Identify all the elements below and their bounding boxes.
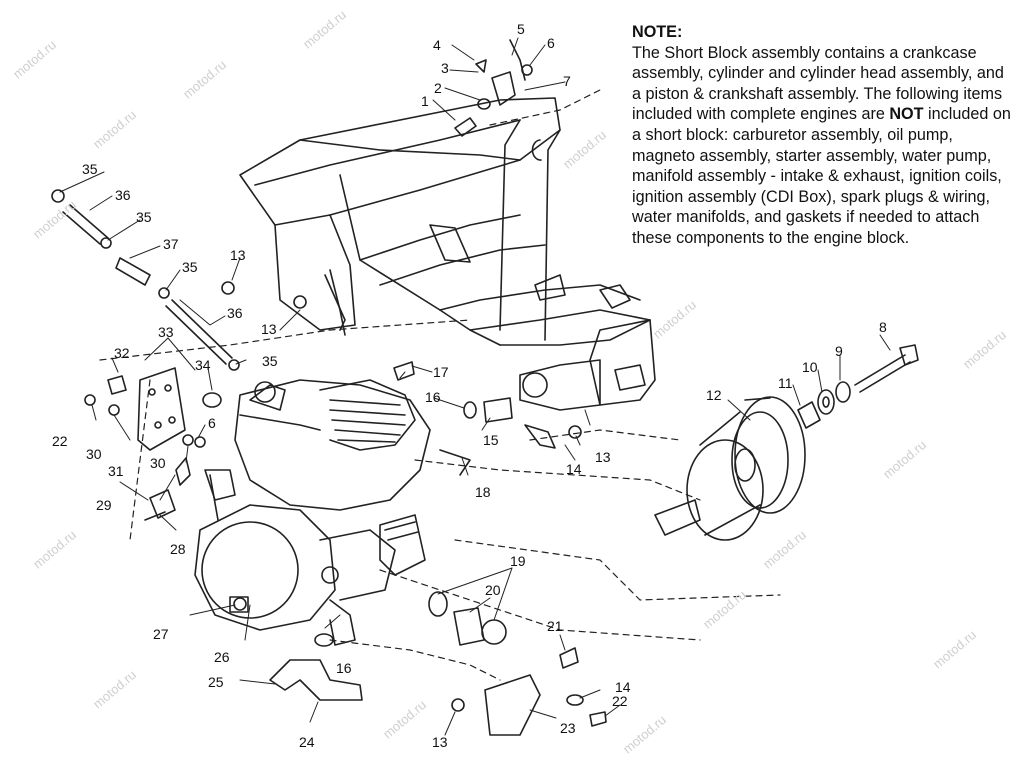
label-14: 14 bbox=[615, 679, 631, 695]
label-22: 22 bbox=[52, 433, 68, 449]
label-15: 15 bbox=[483, 432, 499, 448]
label-20: 20 bbox=[485, 582, 501, 598]
label-35: 35 bbox=[262, 353, 278, 369]
label-16: 16 bbox=[425, 389, 441, 405]
label-25: 25 bbox=[208, 674, 224, 690]
label-11: 11 bbox=[778, 375, 793, 391]
label-28: 28 bbox=[170, 541, 186, 557]
short-block-note: NOTE: The Short Block assembly contains … bbox=[632, 22, 1012, 249]
note-body-bold: NOT bbox=[889, 105, 924, 124]
label-30: 30 bbox=[86, 446, 102, 462]
hardware bbox=[51, 39, 919, 736]
label-12: 12 bbox=[706, 387, 722, 403]
label-22: 22 bbox=[612, 693, 628, 709]
note-title: NOTE: bbox=[632, 23, 683, 41]
label-5: 5 bbox=[517, 21, 525, 37]
label-9: 9 bbox=[835, 343, 843, 359]
label-35: 35 bbox=[82, 161, 98, 177]
label-35: 35 bbox=[182, 259, 198, 275]
note-body-part-2: included on a short block: carburetor as… bbox=[632, 105, 1011, 247]
label-27: 27 bbox=[153, 626, 169, 642]
label-33: 33 bbox=[158, 324, 174, 340]
label-36: 36 bbox=[115, 187, 131, 203]
leader-lines bbox=[59, 37, 891, 736]
label-14: 14 bbox=[566, 461, 582, 477]
label-6: 6 bbox=[547, 35, 555, 51]
engine-assembly bbox=[194, 379, 471, 646]
drive-pulley bbox=[654, 396, 806, 541]
label-23: 23 bbox=[560, 720, 576, 736]
label-13: 13 bbox=[432, 734, 448, 750]
label-2: 2 bbox=[434, 80, 442, 96]
label-26: 26 bbox=[214, 649, 230, 665]
label-35: 35 bbox=[136, 209, 152, 225]
label-3: 3 bbox=[441, 60, 449, 76]
label-19: 19 bbox=[510, 553, 526, 569]
label-32: 32 bbox=[114, 345, 130, 361]
label-18: 18 bbox=[475, 484, 491, 500]
frame bbox=[239, 97, 656, 411]
label-7: 7 bbox=[563, 73, 571, 89]
label-13: 13 bbox=[261, 321, 277, 337]
label-34: 34 bbox=[195, 357, 211, 373]
assembly-lines bbox=[99, 89, 781, 681]
part-number-labels: 1 2 3 4 5 6 7 8 9 10 11 12 13 13 13 13 1… bbox=[52, 21, 887, 750]
label-17: 17 bbox=[433, 364, 449, 380]
note-body-part-1: The Short Block assembly contains a cran… bbox=[632, 43, 1004, 124]
label-30: 30 bbox=[150, 455, 166, 471]
label-13: 13 bbox=[595, 449, 611, 465]
label-8: 8 bbox=[879, 319, 887, 335]
label-24: 24 bbox=[299, 734, 315, 750]
label-16: 16 bbox=[336, 660, 352, 676]
label-4: 4 bbox=[433, 37, 441, 53]
label-37: 37 bbox=[163, 236, 179, 252]
label-1: 1 bbox=[421, 93, 429, 109]
label-13: 13 bbox=[230, 247, 246, 263]
label-10: 10 bbox=[802, 359, 818, 375]
label-21: 21 bbox=[547, 618, 563, 634]
label-36: 36 bbox=[227, 305, 243, 321]
label-6: 6 bbox=[208, 415, 216, 431]
label-29: 29 bbox=[96, 497, 112, 513]
label-31: 31 bbox=[108, 463, 124, 479]
